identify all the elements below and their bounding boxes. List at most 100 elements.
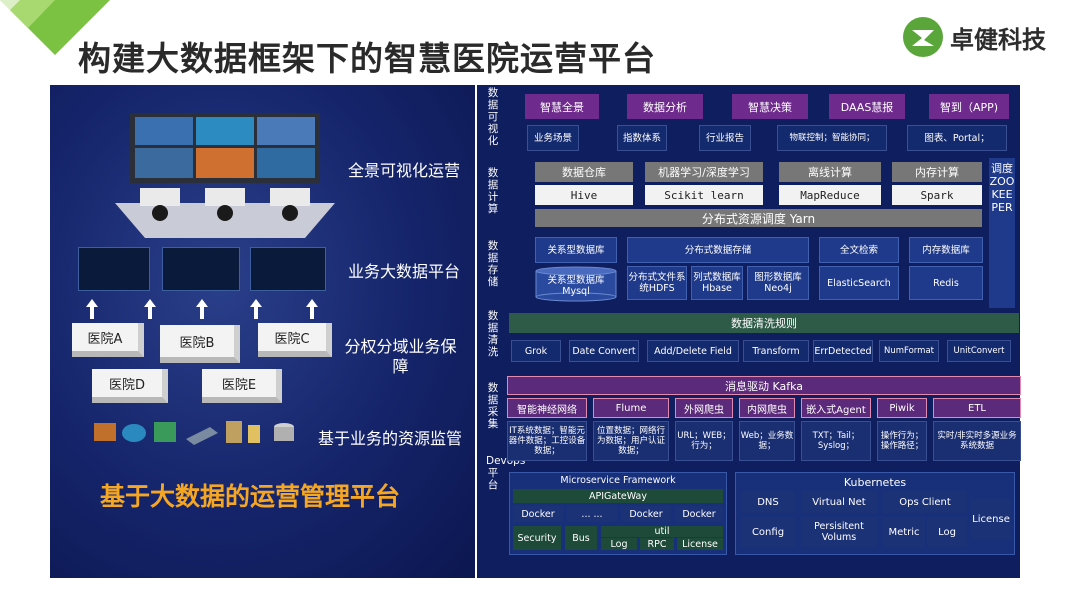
storage-fulltext: 全文检索 [819,237,899,263]
api-gateway: APIGateWay [513,489,723,503]
brand-logo-icon [902,16,944,58]
zookeeper-bar: 调度ZOOKEEPER [989,158,1015,308]
compute-offline: 离线计算 [779,162,881,182]
storage-hdfs: 分布式文件系统HDFS [627,266,687,300]
brand-name: 卓健科技 [950,20,1046,55]
collect-sub-agent: TXT；Tail；Syslog； [801,421,871,461]
label-resource-supervision: 基于业务的资源监管 [318,425,462,449]
compute-hive: Hive [535,185,633,205]
hospital-b: 医院B [160,325,240,363]
collect-sub-etl: 实时/非实时多源业务系统数据 [933,421,1021,461]
clean-errdetected: ErrDetected [813,340,873,362]
viz-decision: 智慧决策 [732,94,808,119]
k8s-config: Config [741,517,795,547]
storage-redis: Redis [909,266,983,300]
sync-arrows [80,295,330,323]
label-authority-domain: 分权分域业务保障 [338,337,463,377]
k8s-virtualnet: Virtual Net [801,491,877,513]
section-label-devops: Devops平台 [486,455,500,491]
clean-dateconvert: Date Convert [569,340,639,362]
viz-sub-iot: 物联控制；智能协同； [777,125,887,151]
clean-numformat: NumFormat [879,340,939,362]
collect-extcrawler: 外网爬虫 [675,398,733,418]
util-rpc: RPC [640,538,674,550]
collect-sub-intcrawler: Web；业务数据； [739,421,795,461]
compute-scikit: Scikit learn [645,185,763,205]
viz-sub-report: 行业报告 [699,125,751,151]
section-label-clean: 数据清洗 [486,310,500,358]
collect-intcrawler: 内网爬虫 [739,398,795,418]
label-business-bigdata: 业务大数据平台 [348,258,460,282]
storage-distributed: 分布式数据存储 [627,237,809,263]
server-icon [94,423,116,441]
resource-icons [92,417,302,447]
page-title: 构建大数据框架下的智慧医院运营平台 [78,32,656,80]
storage-memorydb: 内存数据库 [909,237,983,263]
collect-agent: 嵌入式Agent [801,398,871,418]
left-panel: 全景可视化运营 业务大数据平台 医院A 医院B 医院C 医院D 医院E 分权分域… [50,85,475,578]
hospital-a: 医院A [72,323,144,357]
k8s-opsclient: Ops Client [883,491,967,513]
clean-transform: Transform [743,340,809,362]
docker-1: Docker [513,506,563,522]
storage-elasticsearch: ElasticSearch [819,266,899,300]
kubernetes-title: Kubernetes [735,476,1015,489]
docker-2: Docker [621,506,671,522]
collect-sub-piwik: 操作行为；操作路径； [877,421,927,461]
viz-sub-scenario: 业务场景 [527,125,579,151]
clean-adddelete: Add/Delete Field [647,340,739,362]
compute-ml: 机器学习/深度学习 [645,162,763,182]
dashboard-screen [78,247,150,291]
bus-module: Bus [565,526,597,550]
viz-sub-chart: 图表、Portal； [907,125,1007,151]
hospital-d: 医院D [92,369,168,403]
docker-ellipsis: ... ... [567,506,617,522]
docker-3: Docker [675,506,723,522]
compute-mapreduce: MapReduce [779,185,881,205]
collect-sub-flume: 位置数据；网络行为数据；用户认证数据； [593,421,669,461]
compute-memory: 内存计算 [892,162,982,182]
clean-rules-bar: 数据清洗规则 [509,313,1019,333]
viz-sub-index: 指数体系 [617,125,667,151]
storage-relational: 关系型数据库 [535,237,617,263]
dashboard-screen [250,247,326,291]
microservice-title: Microservice Framework [509,475,727,486]
collect-sub-neural: IT系统数据；智能元器件数据；工控设备数据； [507,421,587,461]
clean-grok: Grok [511,340,561,362]
section-label-viz: 数据可视化 [486,87,500,147]
k8s-log: Log [927,517,967,547]
hospital-c: 医院C [258,323,332,357]
router-icon [122,424,146,442]
collect-flume: Flume [593,398,669,418]
k8s-dns: DNS [741,491,795,513]
control-room-illustration [105,93,345,243]
device-icon [186,427,218,445]
clean-unitconvert: UnitConvert [947,340,1011,362]
hospital-e: 医院E [202,369,282,403]
collect-neural: 智能神经网络 [507,398,587,418]
bottom-title: 基于大数据的运营管理平台 [100,477,400,513]
label-panoramic-visualization: 全景可视化运营 [348,157,460,181]
util-license: License [677,538,723,550]
collect-etl: ETL [933,398,1021,418]
switch-icon [154,422,176,442]
compute-spark: Spark [892,185,982,205]
k8s-volumes: Persisitent Volums [801,517,877,547]
dashboard-screen [162,247,240,291]
compute-warehouse: 数据仓库 [535,162,633,182]
disk-icon [248,425,260,443]
storage-hbase: 列式数据库Hbase [691,266,743,300]
viz-daas: DAAS慧报 [829,94,905,119]
storage-mysql: 关系型数据库Mysql [535,275,617,297]
k8s-license: License [971,499,1011,539]
util-module: util [601,526,723,537]
viz-analysis: 数据分析 [627,94,703,119]
viz-panorama: 智慧全景 [525,94,599,119]
section-label-collect: 数据采集 [486,382,500,430]
security-module: Security [513,526,561,550]
architecture-panel: 数据可视化 数据计算 数据存储 数据清洗 数据采集 Devops平台 智慧全景 … [477,85,1020,578]
viz-app: 智到（APP) [929,94,1009,119]
kafka-bar: 消息驱动 Kafka [507,376,1021,395]
section-label-storage: 数据存储 [486,240,500,288]
collect-piwik: Piwik [877,398,927,418]
